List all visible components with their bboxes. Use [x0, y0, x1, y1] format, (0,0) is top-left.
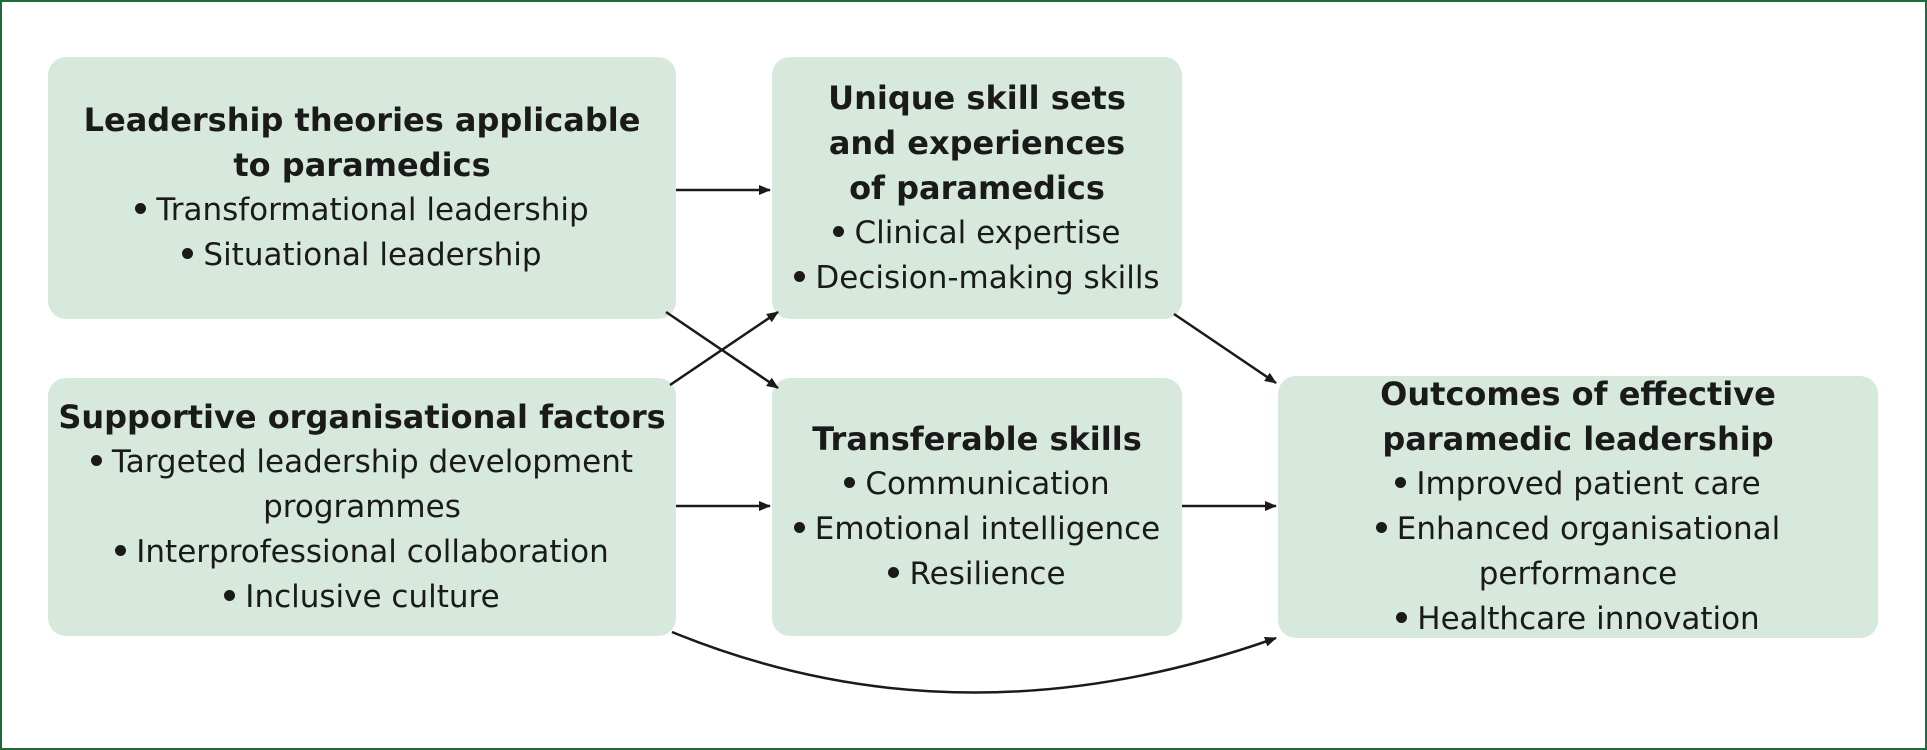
list-item: Interprofessional collaboration — [91, 530, 633, 575]
outcomes-title: Outcomes of effective paramedic leadersh… — [1380, 375, 1776, 458]
arrow-organisational-to-unique — [669, 310, 779, 387]
bullet-icon — [1396, 612, 1408, 623]
leadership-theories-box: Leadership theories applicable to parame… — [48, 57, 676, 319]
bullet-icon — [115, 544, 127, 556]
leadership-theories-title: Leadership theories applicable to parame… — [83, 101, 641, 184]
bullet-icon — [135, 203, 147, 214]
list-item: Transformational leadership — [135, 188, 589, 233]
transferable-skills-list: Communication Emotional intelligence Res… — [793, 462, 1160, 597]
list-item: Emotional intelligence — [793, 507, 1160, 552]
bullet-icon — [1395, 477, 1407, 488]
leadership-theories-list: Transformational leadership Situational … — [135, 188, 589, 278]
list-item: Clinical expertise — [794, 211, 1159, 256]
bullet-icon — [182, 248, 194, 259]
list-item: Enhanced organisational performance — [1278, 507, 1878, 597]
unique-skills-box: Unique skill sets and experiences of par… — [772, 57, 1182, 319]
bullet-icon — [844, 477, 856, 488]
list-item: Situational leadership — [135, 233, 588, 278]
list-item: Communication — [794, 462, 1160, 507]
bullet-icon — [888, 567, 900, 578]
bullet-icon — [90, 454, 102, 466]
list-item: Decision-making skills — [794, 256, 1160, 301]
list-item: Targeted leadership development programm… — [90, 440, 633, 530]
list-item: Resilience — [794, 552, 1160, 597]
unique-skills-title: Unique skill sets and experiences of par… — [828, 78, 1126, 207]
bullet-icon — [224, 589, 236, 601]
bullet-icon — [794, 270, 806, 282]
organisational-factors-list: Targeted leadership development programm… — [90, 440, 633, 620]
bullet-icon — [1375, 522, 1387, 533]
arrow-organisational-to-outcomes — [671, 630, 1277, 694]
arrow-unique-to-outcomes — [1173, 312, 1277, 385]
outcomes-list: Improved patient care Enhanced organisat… — [1278, 462, 1878, 642]
bullet-icon — [793, 522, 805, 533]
outcomes-box: Outcomes of effective paramedic leadersh… — [1278, 375, 1878, 638]
organisational-factors-title: Supportive organisational factors — [58, 397, 666, 436]
list-item: Inclusive culture — [91, 575, 633, 620]
list-item: Healthcare innovation — [1278, 597, 1878, 642]
unique-skills-list: Clinical expertise Decision-making skill… — [794, 211, 1160, 301]
transferable-skills-box: Transferable skills Communication Emotio… — [772, 378, 1182, 636]
list-item: Improved patient care — [1278, 462, 1878, 507]
transferable-skills-title: Transferable skills — [812, 420, 1142, 458]
bullet-icon — [833, 225, 845, 237]
organisational-factors-box: Supportive organisational factors Target… — [48, 378, 676, 636]
